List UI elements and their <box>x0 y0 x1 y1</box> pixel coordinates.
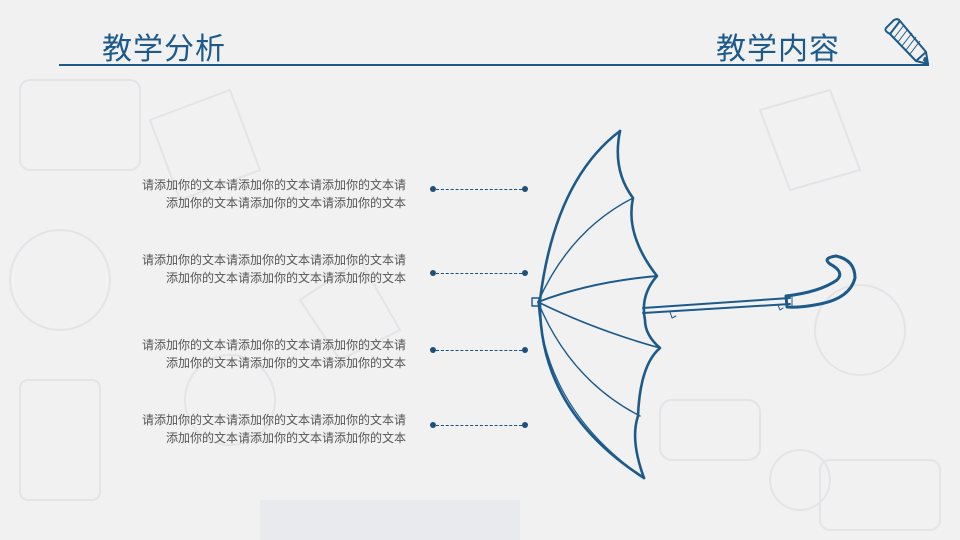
dashed-line <box>436 188 522 190</box>
dashed-line <box>436 424 522 426</box>
umbrella-icon <box>531 129 857 480</box>
text-item-line: 添加你的文本请添加你的文本请添加你的文本 <box>165 431 406 445</box>
connector-dot <box>522 186 528 192</box>
pencil-icon <box>884 18 929 65</box>
text-item-line: 请添加你的文本请添加你的文本请添加你的文本请 <box>141 178 406 192</box>
text-item-line: 添加你的文本请添加你的文本请添加你的文本 <box>165 356 406 370</box>
connector-dot <box>430 347 436 353</box>
connector-4 <box>430 421 528 429</box>
text-item-line: 请添加你的文本请添加你的文本请添加你的文本请 <box>141 253 406 267</box>
text-item-3: 请添加你的文本请添加你的文本请添加你的文本请 添加你的文本请添加你的文本请添加你… <box>92 336 406 372</box>
connector-3 <box>430 346 528 354</box>
connector-2 <box>430 269 528 277</box>
connector-dot <box>430 270 436 276</box>
text-item-line: 请添加你的文本请添加你的文本请添加你的文本请 <box>141 338 406 352</box>
page-title-left: 教学分析 <box>102 32 226 67</box>
connector-dot <box>430 186 436 192</box>
text-item-4: 请添加你的文本请添加你的文本请添加你的文本请 添加你的文本请添加你的文本请添加你… <box>92 411 406 447</box>
text-item-line: 添加你的文本请添加你的文本请添加你的文本 <box>165 196 406 210</box>
connector-dot <box>522 270 528 276</box>
connector-dot <box>430 422 436 428</box>
text-item-line: 请添加你的文本请添加你的文本请添加你的文本请 <box>141 413 406 427</box>
connector-dot <box>522 422 528 428</box>
header-divider <box>59 64 929 66</box>
page-title-right: 教学内容 <box>716 32 840 67</box>
text-item-2: 请添加你的文本请添加你的文本请添加你的文本请 添加你的文本请添加你的文本请添加你… <box>92 251 406 287</box>
connector-dot <box>522 347 528 353</box>
text-item-line: 添加你的文本请添加你的文本请添加你的文本 <box>165 271 406 285</box>
dashed-line <box>436 272 522 274</box>
connector-1 <box>430 185 528 193</box>
dashed-line <box>436 349 522 351</box>
text-item-1: 请添加你的文本请添加你的文本请添加你的文本请 添加你的文本请添加你的文本请添加你… <box>92 176 406 212</box>
